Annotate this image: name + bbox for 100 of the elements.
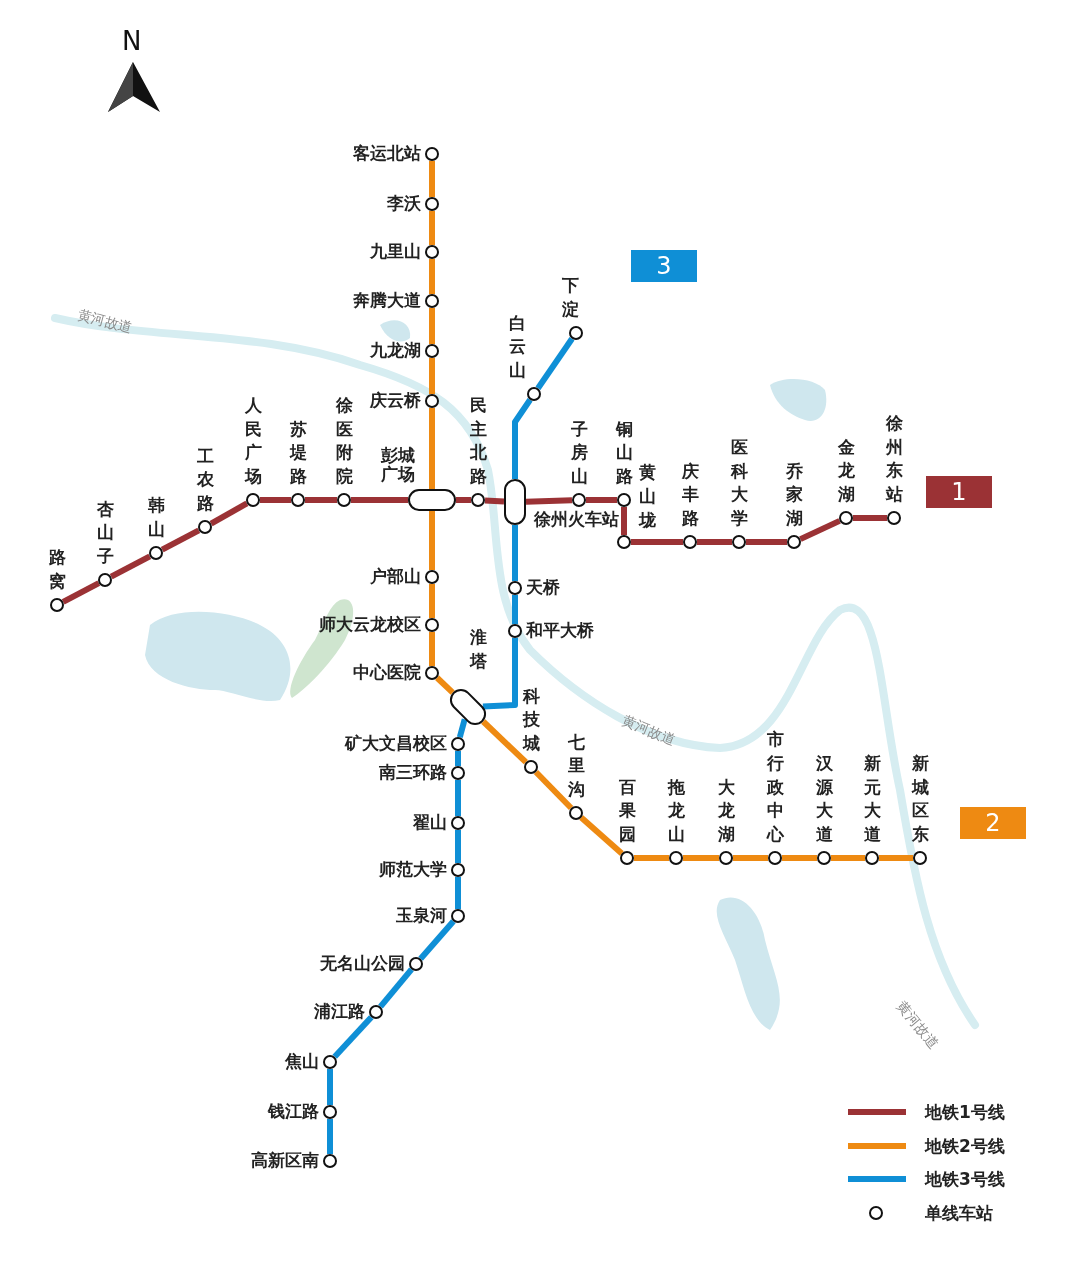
metro-line bbox=[429, 511, 435, 570]
metro-line bbox=[429, 259, 435, 294]
metro-line bbox=[418, 919, 456, 961]
legend-text: 地铁3号线 bbox=[925, 1168, 1005, 1191]
metro-line bbox=[429, 584, 435, 618]
station-name: 路窝 bbox=[48, 546, 66, 594]
metro-line bbox=[455, 780, 461, 816]
station-name: 庆云桥 bbox=[370, 391, 421, 411]
metro-line bbox=[455, 830, 461, 863]
metro-line bbox=[305, 497, 337, 503]
station-name: 李沃 bbox=[387, 194, 421, 214]
legend-text: 地铁1号线 bbox=[925, 1101, 1005, 1124]
metro-line bbox=[332, 1015, 374, 1059]
metro-line bbox=[683, 855, 719, 861]
metro-line bbox=[429, 161, 435, 197]
metro-line bbox=[429, 358, 435, 394]
metro-line bbox=[435, 675, 455, 695]
metro-line bbox=[455, 877, 461, 909]
station-name: 焦山 bbox=[285, 1052, 319, 1072]
station-name: 民主北路 bbox=[469, 393, 487, 489]
line-number-badge: 1 bbox=[926, 476, 992, 508]
metro-line bbox=[512, 525, 518, 581]
station-name: 师范大学 bbox=[379, 860, 447, 880]
metro-line bbox=[351, 497, 408, 503]
station-name: 拖龙山 bbox=[667, 775, 685, 847]
station-name: 徐州东站 bbox=[885, 411, 903, 507]
metro-line bbox=[455, 751, 461, 766]
station-name: 汉源大道 bbox=[815, 751, 833, 847]
metro-line bbox=[456, 497, 471, 503]
station-name: 翟山 bbox=[413, 813, 447, 833]
metro-line bbox=[61, 580, 101, 605]
metro-line bbox=[109, 553, 152, 580]
station-name: 钱江路 bbox=[268, 1102, 319, 1122]
station-name: 徐医附院 bbox=[335, 393, 353, 489]
station-name: 徐州火车站 bbox=[534, 510, 619, 530]
metro-line bbox=[327, 1069, 333, 1105]
metro-line bbox=[799, 518, 841, 542]
river-label: 黄河故道 bbox=[75, 306, 135, 338]
legend-text: 单线车站 bbox=[925, 1201, 993, 1225]
metro-line bbox=[484, 497, 505, 505]
station-name: 和平大桥 bbox=[526, 621, 594, 641]
metro-line bbox=[512, 595, 518, 624]
metro-line bbox=[327, 1119, 333, 1154]
station-name: 苏堤路 bbox=[289, 417, 307, 489]
station-name: 大龙湖 bbox=[717, 775, 735, 847]
metro-line bbox=[533, 769, 574, 811]
station-name: 庆丰路 bbox=[681, 459, 699, 531]
station-name: 高新区南 bbox=[251, 1151, 319, 1171]
metro-line bbox=[512, 398, 533, 479]
station-name: 南三环路 bbox=[379, 763, 447, 783]
metro-line bbox=[209, 500, 249, 527]
metro-line bbox=[429, 408, 435, 489]
legend-text: 地铁2号线 bbox=[925, 1134, 1005, 1158]
line-number-badge: 3 bbox=[631, 250, 697, 282]
station-name: 医科大学 bbox=[730, 435, 748, 531]
river-label: 黄河故道 bbox=[892, 998, 942, 1053]
metro-line bbox=[160, 527, 201, 553]
metro-line bbox=[634, 855, 669, 861]
station-name: 百果园 bbox=[618, 775, 636, 847]
station-name: 铜山路 bbox=[615, 417, 633, 489]
station-name: 金龙湖 bbox=[837, 435, 855, 507]
station-name: 市行政中心 bbox=[766, 728, 784, 847]
metro-line bbox=[579, 815, 624, 856]
metro-line bbox=[853, 515, 887, 521]
station-name: 韩山 bbox=[147, 494, 165, 542]
station-name: 客运北站 bbox=[353, 144, 421, 164]
metro-line bbox=[746, 539, 787, 545]
metro-line bbox=[481, 719, 528, 765]
station-name: 新城区东 bbox=[911, 751, 929, 847]
station-name: 奔腾大道 bbox=[353, 291, 421, 311]
station-name: 七里沟 bbox=[567, 730, 585, 802]
metro-line bbox=[782, 855, 817, 861]
river-label: 黄河故道 bbox=[619, 712, 678, 750]
metro-line bbox=[260, 497, 291, 503]
compass-letter: N bbox=[122, 26, 142, 56]
metro-line bbox=[697, 539, 732, 545]
station-name: 师大云龙校区 bbox=[319, 615, 421, 635]
station-name: 九里山 bbox=[370, 242, 421, 262]
metro-line bbox=[429, 308, 435, 344]
station-name: 矿大文昌校区 bbox=[345, 734, 447, 754]
station-name: 新元大道 bbox=[863, 751, 881, 847]
station-name: 天桥 bbox=[526, 578, 560, 598]
station-name: 白云山 bbox=[508, 311, 526, 383]
station-name: 黄山垅 bbox=[639, 461, 657, 532]
station-name: 人民广场 bbox=[244, 393, 262, 489]
station-name: 工农路 bbox=[196, 444, 214, 516]
station-name: 浦江路 bbox=[314, 1002, 365, 1022]
metro-line bbox=[879, 855, 913, 861]
station-name: 乔家湖 bbox=[785, 459, 803, 531]
metro-line bbox=[378, 967, 414, 1009]
metro-line bbox=[535, 337, 575, 390]
station-name: 科技城 bbox=[522, 684, 540, 756]
station-name: 中心医院 bbox=[353, 663, 421, 683]
station-name: 杏山子 bbox=[96, 497, 114, 569]
station-name: 玉泉河 bbox=[396, 906, 447, 926]
station-name: 无名山公园 bbox=[320, 954, 405, 974]
station-name: 子房山 bbox=[570, 417, 588, 489]
metro-line bbox=[482, 638, 518, 710]
metro-line bbox=[429, 632, 435, 666]
metro-line bbox=[429, 211, 435, 245]
